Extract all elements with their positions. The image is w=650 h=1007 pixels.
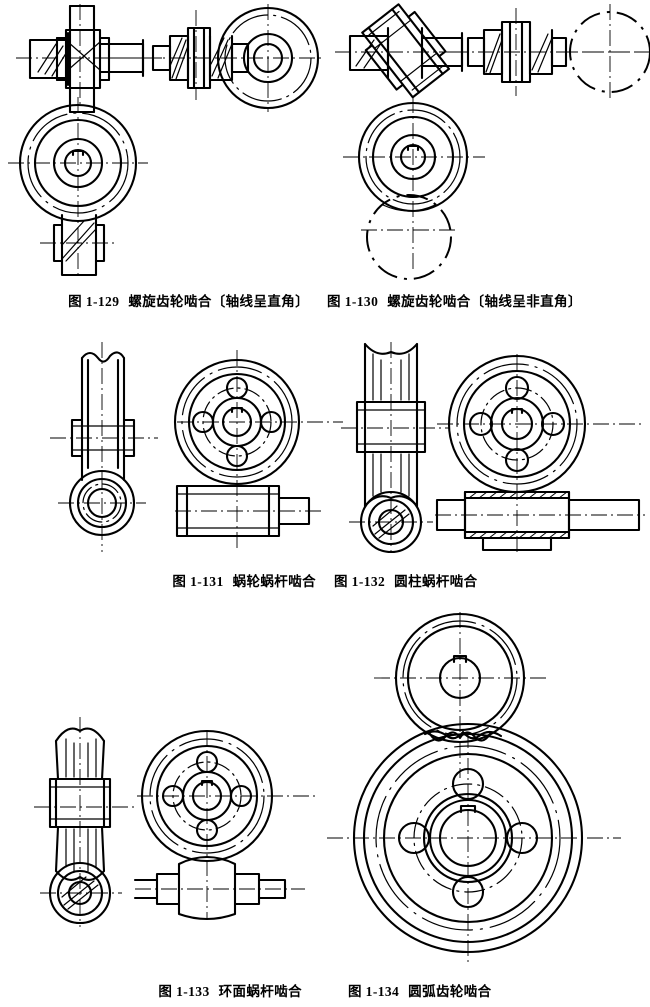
figure-1-134-gear-view bbox=[325, 722, 625, 970]
caption-number: 图 1-134 bbox=[348, 984, 400, 999]
caption-1-132: 图 1-132 圆柱蜗杆啮合 bbox=[334, 570, 478, 590]
caption-number: 图 1-132 bbox=[334, 574, 386, 589]
figure-1-133-side-view bbox=[28, 715, 153, 930]
caption-row-3: 图 1-133 环面蜗杆啮合 图 1-134 圆弧齿轮啮合 bbox=[0, 980, 650, 1000]
caption-text: 蜗轮蜗杆啮合 bbox=[232, 574, 316, 589]
caption-text: 螺旋齿轮啮合〔轴线呈非直角〕 bbox=[387, 294, 582, 309]
caption-1-130: 图 1-130 螺旋齿轮啮合〔轴线呈非直角〕 bbox=[327, 290, 582, 310]
caption-number: 图 1-133 bbox=[158, 984, 210, 999]
figure-1-129 bbox=[8, 0, 328, 285]
figure-1-131-front-view bbox=[173, 348, 345, 553]
caption-text: 环面蜗杆啮合 bbox=[218, 984, 302, 999]
caption-text: 圆弧齿轮啮合 bbox=[408, 984, 492, 999]
figure-1-131-side-view bbox=[40, 340, 180, 555]
caption-1-133: 图 1-133 环面蜗杆啮合 bbox=[158, 980, 302, 1000]
figure-1-130-front-view bbox=[335, 95, 535, 280]
fig130-shaft-sectional-view bbox=[452, 4, 650, 100]
fig129-sectional-top-view bbox=[16, 4, 163, 114]
caption-number: 图 1-129 bbox=[68, 294, 120, 309]
figure-1-130 bbox=[330, 0, 650, 285]
figure-1-132-side-view bbox=[335, 340, 465, 555]
caption-row-1: 图 1-129 螺旋齿轮啮合〔轴线呈直角〕 图 1-130 螺旋齿轮啮合〔轴线呈非直… bbox=[0, 290, 650, 310]
figure-1-132-front-view bbox=[435, 352, 647, 557]
figure-1-133-front-view bbox=[133, 728, 320, 923]
caption-text: 圆柱蜗杆啮合 bbox=[394, 574, 478, 589]
caption-number: 图 1-131 bbox=[172, 574, 224, 589]
caption-1-129: 图 1-129 螺旋齿轮啮合〔轴线呈直角〕 bbox=[68, 290, 309, 310]
caption-number: 图 1-130 bbox=[327, 294, 379, 309]
fig130-angled-sectional-view bbox=[335, 3, 465, 99]
fig129-side-sectional-view bbox=[143, 4, 323, 112]
figure-1-129-front-view bbox=[0, 95, 200, 285]
caption-1-134: 图 1-134 圆弧齿轮啮合 bbox=[348, 980, 492, 1000]
caption-text: 螺旋齿轮啮合〔轴线呈直角〕 bbox=[128, 294, 310, 309]
caption-1-131: 图 1-131 蜗轮蜗杆啮合 bbox=[172, 570, 316, 590]
caption-row-2: 图 1-131 蜗轮蜗杆啮合 图 1-132 圆柱蜗杆啮合 bbox=[0, 570, 650, 590]
